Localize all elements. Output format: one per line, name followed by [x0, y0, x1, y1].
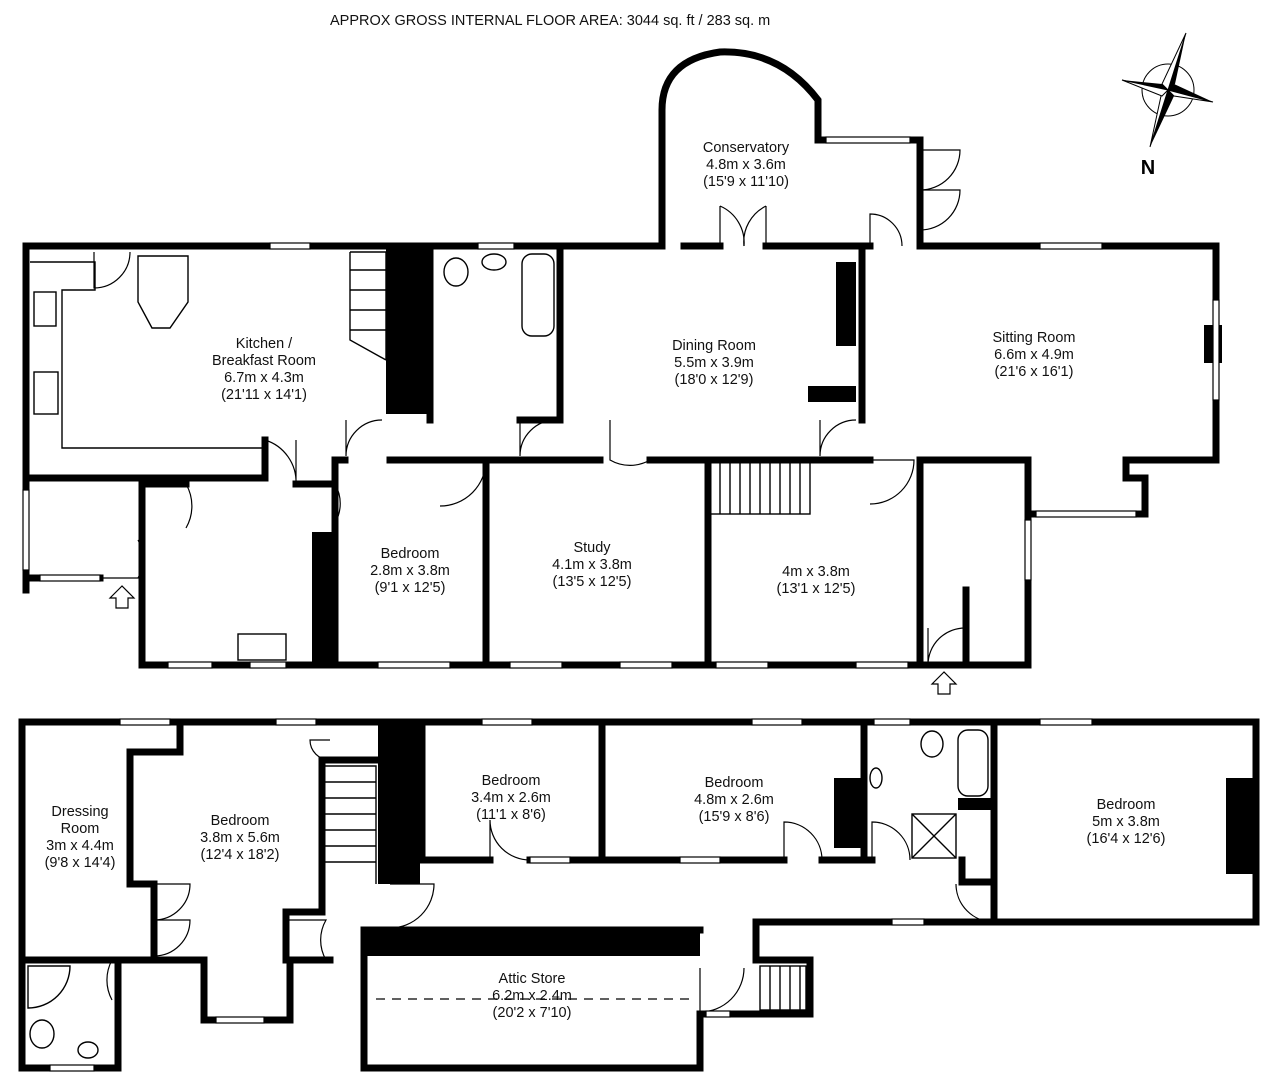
room-label-bedroom-ground: Bedroom 2.8m x 3.8m (9'1 x 12'5): [370, 546, 450, 596]
svg-text:4.1m x 3.8m: 4.1m x 3.8m: [552, 557, 632, 573]
svg-text:(15'9 x 11'10): (15'9 x 11'10): [703, 174, 789, 190]
north-label: N: [1141, 157, 1155, 179]
room-label-bedroom-2: Bedroom 3.4m x 2.6m (11'1 x 8'6): [471, 773, 551, 823]
room-label-conservatory: Conservatory 4.8m x 3.6m (15'9 x 11'10): [703, 140, 790, 190]
ground-floor: Conservatory 4.8m x 3.6m (15'9 x 11'10) …: [22, 48, 1222, 695]
svg-text:3.4m x 2.6m: 3.4m x 2.6m: [471, 790, 551, 806]
svg-text:Bedroom: Bedroom: [211, 813, 270, 829]
svg-text:(20'2 x 7'10): (20'2 x 7'10): [493, 1005, 572, 1021]
room-label-bedroom-3: Bedroom 4.8m x 2.6m (15'9 x 8'6): [694, 775, 774, 825]
svg-text:(16'4 x 12'6): (16'4 x 12'6): [1087, 831, 1166, 847]
svg-text:6.6m x 4.9m: 6.6m x 4.9m: [994, 347, 1074, 363]
svg-text:2.8m x 3.8m: 2.8m x 3.8m: [370, 563, 450, 579]
svg-text:3m x 4.4m: 3m x 4.4m: [46, 838, 114, 854]
svg-text:(15'9 x 8'6): (15'9 x 8'6): [699, 809, 770, 825]
room-label-kitchen: Kitchen / Breakfast Room 6.7m x 4.3m (21…: [212, 336, 316, 403]
svg-text:(12'4 x 18'2): (12'4 x 18'2): [201, 847, 280, 863]
svg-text:Dining Room: Dining Room: [672, 338, 756, 354]
svg-text:(21'6 x 16'1): (21'6 x 16'1): [995, 364, 1074, 380]
svg-text:Breakfast Room: Breakfast Room: [212, 353, 316, 369]
svg-text:(9'8 x 14'4): (9'8 x 14'4): [45, 855, 116, 871]
svg-text:(13'1 x 12'5): (13'1 x 12'5): [777, 581, 856, 597]
svg-text:4.8m x 2.6m: 4.8m x 2.6m: [694, 792, 774, 808]
first-floor: Dressing Room 3m x 4.4m (9'8 x 14'4) Bed…: [18, 718, 1260, 1072]
floor-area-heading: APPROX GROSS INTERNAL FLOOR AREA: 3044 s…: [330, 13, 770, 29]
svg-text:Study: Study: [573, 540, 611, 556]
svg-text:Bedroom: Bedroom: [1097, 797, 1156, 813]
svg-text:(9'1 x 12'5): (9'1 x 12'5): [375, 580, 446, 596]
svg-text:4m x 3.8m: 4m x 3.8m: [782, 564, 850, 580]
svg-text:Room: Room: [61, 821, 100, 837]
svg-text:(18'0 x 12'9): (18'0 x 12'9): [675, 372, 754, 388]
svg-text:Bedroom: Bedroom: [705, 775, 764, 791]
room-label-dressing-room: Dressing Room 3m x 4.4m (9'8 x 14'4): [45, 804, 116, 871]
entrance-arrow-icon: [930, 671, 958, 695]
entrance-arrow-icon: [108, 585, 136, 609]
svg-text:Kitchen /: Kitchen /: [236, 336, 293, 352]
room-label-study: Study 4.1m x 3.8m (13'5 x 12'5): [552, 540, 632, 590]
svg-text:(21'11 x 14'1): (21'11 x 14'1): [221, 387, 307, 403]
svg-text:(11'1 x 8'6): (11'1 x 8'6): [476, 807, 546, 823]
svg-text:Bedroom: Bedroom: [381, 546, 440, 562]
room-label-attic-store: Attic Store 6.2m x 2.4m (20'2 x 7'10): [492, 971, 572, 1021]
room-label-sitting-room: Sitting Room 6.6m x 4.9m (21'6 x 16'1): [992, 330, 1075, 380]
room-label-dining-room: Dining Room 5.5m x 3.9m (18'0 x 12'9): [672, 338, 756, 388]
svg-text:3.8m x 5.6m: 3.8m x 5.6m: [200, 830, 280, 846]
svg-text:6.2m x 2.4m: 6.2m x 2.4m: [492, 988, 572, 1004]
svg-text:6.7m x 4.3m: 6.7m x 4.3m: [224, 370, 304, 386]
room-label-bedroom-4: Bedroom 5m x 3.8m (16'4 x 12'6): [1087, 797, 1166, 847]
room-label-unnamed-room: 4m x 3.8m (13'1 x 12'5): [777, 564, 856, 597]
svg-text:5.5m x 3.9m: 5.5m x 3.9m: [674, 355, 754, 371]
room-label-bedroom-1: Bedroom 3.8m x 5.6m (12'4 x 18'2): [200, 813, 280, 863]
svg-text:Dressing: Dressing: [51, 804, 108, 820]
svg-text:5m x 3.8m: 5m x 3.8m: [1092, 814, 1160, 830]
compass-icon: [1121, 32, 1214, 148]
svg-text:4.8m x 3.6m: 4.8m x 3.6m: [706, 157, 786, 173]
svg-text:(13'5 x 12'5): (13'5 x 12'5): [553, 574, 632, 590]
svg-text:Conservatory: Conservatory: [703, 140, 790, 156]
svg-text:Sitting Room: Sitting Room: [992, 330, 1075, 346]
svg-text:Bedroom: Bedroom: [482, 773, 541, 789]
svg-text:Attic Store: Attic Store: [499, 971, 566, 987]
